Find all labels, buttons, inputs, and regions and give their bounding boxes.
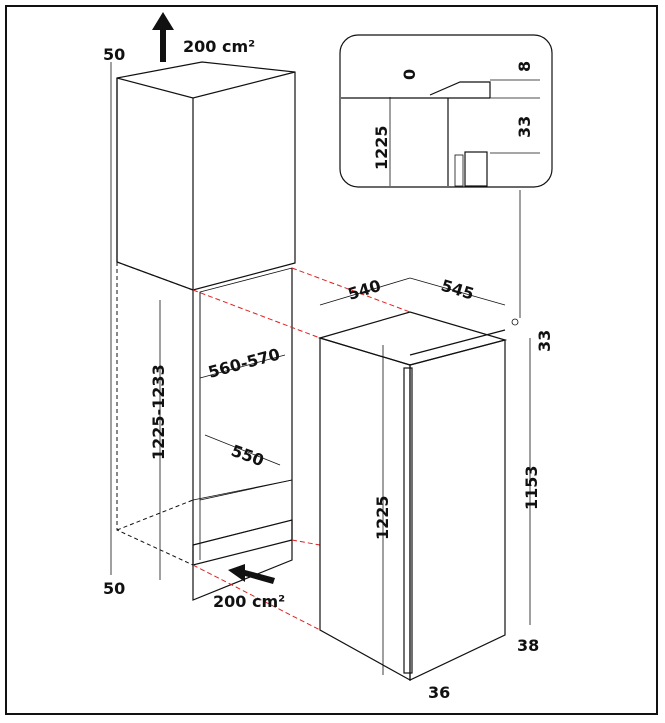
projection-lines xyxy=(192,267,411,631)
vent-top-label: 200 cm² xyxy=(183,37,255,56)
door-gap-label: 36 xyxy=(428,683,450,702)
niche-width-label: 560-570 xyxy=(206,345,282,382)
appliance-height-label: 1225 xyxy=(373,495,392,540)
detail-gap-label: 0 xyxy=(400,69,419,80)
top-offset-label: 33 xyxy=(535,330,554,352)
detail-hinge-label: 33 xyxy=(515,116,534,138)
detail-height-label: 1225 xyxy=(372,125,391,170)
bottom-offset-label: 38 xyxy=(517,636,539,655)
vent-bottom-label: 200 cm² xyxy=(213,592,285,611)
appliance xyxy=(317,190,531,682)
appliance-depth-label: 545 xyxy=(439,276,477,304)
niche-height-label: 1225-1233 xyxy=(149,364,168,460)
niche-cabinet xyxy=(110,61,296,601)
detail-offset-label: 8 xyxy=(515,61,534,72)
niche-depth-label: 550 xyxy=(229,441,267,470)
clearance-top-label: 50 xyxy=(103,45,125,64)
clearance-bottom-label: 50 xyxy=(103,579,125,598)
airflow-in-arrow-icon xyxy=(228,564,275,584)
door-height-label: 1153 xyxy=(522,465,541,510)
outer-border xyxy=(5,5,658,715)
airflow-up-arrow-icon xyxy=(152,12,174,62)
hinge-detail-inset xyxy=(339,34,553,188)
